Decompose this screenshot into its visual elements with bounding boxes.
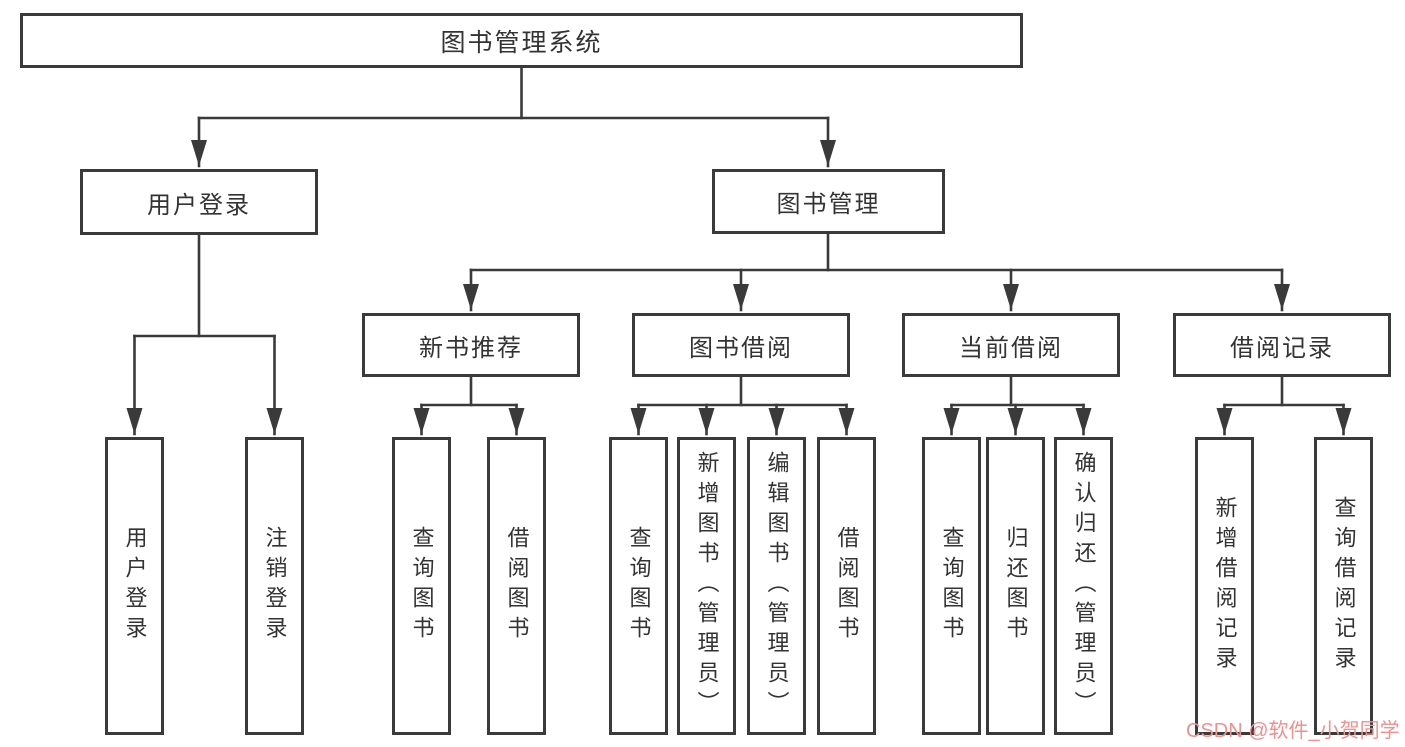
leaf-current-confirm-return-admin: 确认归还（管理员） — [1054, 437, 1113, 735]
leaf-record-add-borrow-record: 新增借阅记录 — [1195, 437, 1254, 735]
connector-current-to-leaves — [943, 374, 1092, 436]
node-borrow-record: 借阅记录 — [1173, 313, 1391, 377]
connector-mgmt-to-level3 — [463, 231, 1290, 312]
connector-recommend-to-leaves — [413, 374, 525, 436]
node-label: 用户登录 — [147, 191, 251, 219]
connector-record-to-leaves — [1216, 374, 1352, 436]
node-label: 当前借阅 — [959, 334, 1063, 362]
leaf-user-logout: 注销登录 — [245, 437, 304, 735]
node-library-management-system: 图书管理系统 — [20, 13, 1023, 68]
node-label: 图书借阅 — [689, 334, 793, 362]
leaf-recommend-borrow-books: 借阅图书 — [487, 437, 546, 735]
leaf-current-query-books: 查询图书 — [922, 437, 981, 735]
node-book-borrow: 图书借阅 — [632, 313, 850, 377]
leaf-recommend-query-books: 查询图书 — [392, 437, 451, 735]
leaf-record-query-borrow-record: 查询借阅记录 — [1314, 437, 1373, 735]
leaf-label: 借阅图书 — [504, 526, 530, 646]
leaf-label: 查询图书 — [939, 526, 965, 646]
leaf-label: 用户登录 — [122, 526, 148, 646]
leaf-borrow-borrow-books: 借阅图书 — [817, 437, 876, 735]
leaf-label: 借阅图书 — [834, 526, 860, 646]
leaf-borrow-query-books: 查询图书 — [609, 437, 668, 735]
leaf-label: 新增借阅记录 — [1212, 496, 1238, 676]
leaf-label: 新增图书（管理员） — [694, 451, 720, 721]
node-user-login: 用户登录 — [80, 169, 318, 235]
node-label: 图书管理 — [776, 191, 881, 218]
leaf-current-return-books: 归还图书 — [986, 437, 1045, 735]
node-label: 新书推荐 — [419, 334, 523, 362]
node-current-borrow: 当前借阅 — [902, 313, 1120, 377]
leaf-label: 注销登录 — [262, 526, 288, 646]
leaf-label: 归还图书 — [1003, 526, 1029, 646]
leaf-label: 查询借阅记录 — [1331, 496, 1357, 676]
leaf-user-login: 用户登录 — [105, 437, 164, 735]
connector-login-to-leaves — [126, 232, 283, 436]
leaf-borrow-edit-books-admin: 编辑图书（管理员） — [747, 437, 806, 735]
connector-borrow-to-leaves — [630, 374, 855, 436]
connector-root-to-level2 — [191, 64, 836, 168]
leaf-label: 确认归还（管理员） — [1071, 451, 1097, 721]
node-book-management: 图书管理 — [712, 169, 945, 234]
node-label: 图书管理系统 — [440, 28, 603, 57]
node-new-book-recommend: 新书推荐 — [362, 313, 580, 377]
leaf-label: 查询图书 — [409, 526, 435, 646]
node-label: 借阅记录 — [1230, 334, 1334, 362]
leaf-borrow-add-books-admin: 新增图书（管理员） — [677, 437, 736, 735]
leaf-label: 编辑图书（管理员） — [764, 451, 790, 721]
csdn-watermark: CSDN @软件_小贺同学 — [1186, 720, 1400, 742]
leaf-label: 查询图书 — [626, 526, 652, 646]
